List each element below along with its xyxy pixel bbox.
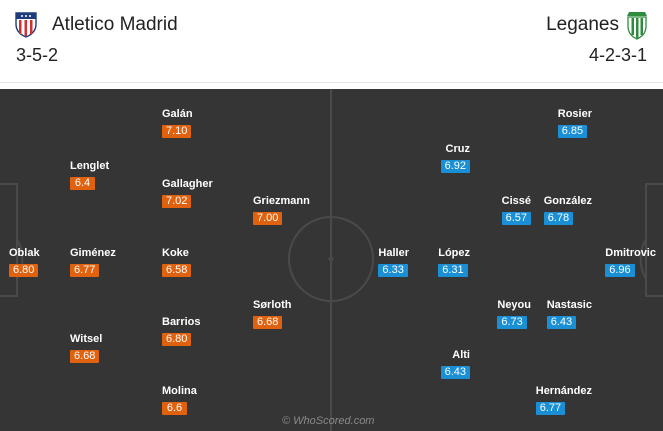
away-player-gonzalez[interactable]: González 6.78	[543, 195, 592, 225]
player-rating-badge: 6.80	[9, 264, 39, 277]
player-name: Hernández	[535, 385, 592, 397]
away-player-lopez[interactable]: López 6.31	[438, 247, 470, 277]
player-name: Molina	[162, 385, 197, 397]
player-rating-badge: 6.43	[440, 366, 470, 379]
away-player-nastasic[interactable]: Nastasic 6.43	[546, 299, 592, 329]
player-rating-badge: 6.6	[162, 402, 187, 415]
home-player-galan[interactable]: Galán 7.10	[162, 108, 193, 138]
player-rating-badge: 6.33	[378, 264, 408, 277]
player-name: López	[438, 247, 470, 259]
player-name: Sørloth	[253, 299, 292, 311]
player-rating-badge: 6.77	[535, 402, 566, 415]
header-divider	[0, 82, 663, 83]
away-player-cisse[interactable]: Cissé 6.57	[501, 195, 531, 225]
player-rating-badge: 6.73	[497, 316, 527, 329]
home-player-koke[interactable]: Koke 6.58	[162, 247, 192, 277]
home-player-gimenez[interactable]: Giménez 6.77	[70, 247, 116, 277]
home-player-griezmann[interactable]: Griezmann 7.00	[253, 195, 310, 225]
player-rating-badge: 6.4	[70, 177, 95, 190]
away-player-cruz[interactable]: Cruz 6.92	[440, 143, 470, 173]
player-rating-badge: 6.92	[440, 160, 470, 173]
home-formation: 3-5-2	[16, 45, 59, 65]
player-rating-badge: 6.58	[162, 264, 192, 277]
player-rating-badge: 6.68	[70, 350, 100, 363]
player-rating-badge: 6.68	[253, 316, 283, 329]
pitch-markings	[0, 89, 663, 431]
atletico-madrid-crest-icon	[15, 12, 37, 38]
player-name: Nastasic	[546, 299, 592, 311]
player-name: Cruz	[445, 143, 470, 155]
player-name: Dmitrovic	[605, 247, 656, 259]
home-player-oblak[interactable]: Oblak 6.80	[9, 247, 40, 277]
away-player-dmitrovic[interactable]: Dmitrovic 6.96	[605, 247, 656, 277]
player-name: Koke	[162, 247, 189, 259]
away-player-alti[interactable]: Alti 6.43	[440, 349, 470, 379]
home-player-lenglet[interactable]: Lenglet 6.4	[70, 160, 109, 190]
player-name: Gallagher	[162, 178, 213, 190]
player-rating-badge: 6.85	[557, 125, 588, 138]
player-name: González	[543, 195, 592, 207]
player-name: Galán	[162, 108, 193, 120]
player-rating-badge: 6.78	[543, 212, 574, 225]
player-rating-badge: 7.00	[253, 212, 283, 225]
home-player-molina[interactable]: Molina 6.6	[162, 385, 197, 415]
player-name: Oblak	[9, 247, 40, 259]
home-player-sorloth[interactable]: Sørloth 6.68	[253, 299, 292, 329]
player-rating-badge: 6.57	[501, 212, 531, 225]
player-rating-badge: 6.31	[438, 264, 468, 277]
away-formation: 4-2-3-1	[588, 45, 647, 65]
away-player-rosier[interactable]: Rosier 6.85	[557, 108, 592, 138]
player-rating-badge: 6.43	[546, 316, 577, 329]
whoscored-watermark: © WhoScored.com	[282, 415, 375, 427]
player-rating-badge: 7.02	[162, 195, 192, 208]
player-name: Alti	[452, 349, 470, 361]
pitch: Oblak 6.80 Lenglet 6.4 Giménez 6.77 Wits…	[0, 89, 663, 431]
player-name: Barrios	[162, 316, 201, 328]
match-header: Atletico Madrid 3-5-2 Leganes 4-2-3-1	[0, 0, 663, 88]
player-name: Griezmann	[253, 195, 310, 207]
away-player-haller[interactable]: Haller 6.33	[378, 247, 409, 277]
away-team-name[interactable]: Leganes	[546, 14, 619, 35]
player-rating-badge: 7.10	[162, 125, 192, 138]
player-rating-badge: 6.77	[70, 264, 100, 277]
player-name: Cissé	[501, 195, 531, 207]
player-name: Lenglet	[70, 160, 110, 172]
home-player-barrios[interactable]: Barrios 6.80	[162, 316, 201, 346]
home-player-witsel[interactable]: Witsel 6.68	[70, 333, 102, 363]
player-rating-badge: 6.96	[605, 264, 635, 277]
home-team-name[interactable]: Atletico Madrid	[52, 14, 178, 35]
player-name: Haller	[378, 247, 409, 259]
player-name: Witsel	[70, 333, 103, 345]
player-name: Neyou	[497, 299, 531, 311]
player-name: Rosier	[557, 108, 592, 120]
leganes-crest-icon	[627, 12, 647, 40]
away-player-hernandez[interactable]: Hernández 6.77	[535, 385, 592, 415]
away-player-neyou[interactable]: Neyou 6.73	[497, 299, 531, 329]
player-rating-badge: 6.80	[162, 333, 192, 346]
home-player-gallagher[interactable]: Gallagher 7.02	[162, 178, 213, 208]
player-name: Giménez	[70, 247, 116, 259]
